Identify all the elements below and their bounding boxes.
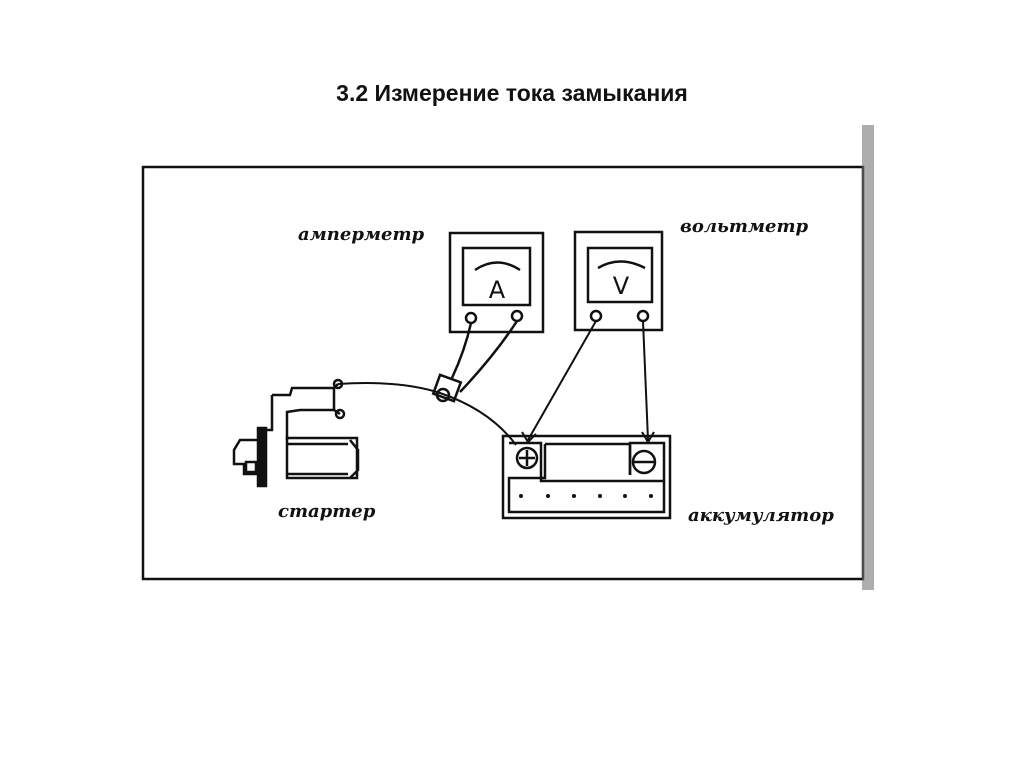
voltmeter-symbol: V: [613, 272, 630, 300]
battery: [501, 434, 672, 520]
slide-title: 3.2 Измерение тока замыкания: [336, 80, 688, 106]
ammeter-symbol: A: [489, 276, 506, 304]
main-cable: [337, 382, 517, 446]
negative-terminal-icon: [631, 449, 657, 475]
label-voltmeter: вольтметр: [680, 216, 809, 237]
voltmeter: V: [573, 230, 664, 332]
positive-terminal-icon: [515, 446, 539, 470]
ammeter-clamp: [431, 320, 519, 403]
label-ammeter: амперметр: [298, 224, 425, 245]
voltmeter-wire-negative: [641, 320, 655, 444]
scan-edge: [862, 125, 874, 590]
label-battery: аккумулятор: [688, 505, 834, 526]
voltmeter-wire-positive: [521, 320, 597, 444]
ammeter: A: [448, 231, 545, 334]
label-starter: стартер: [278, 501, 376, 522]
starter: [232, 378, 360, 488]
